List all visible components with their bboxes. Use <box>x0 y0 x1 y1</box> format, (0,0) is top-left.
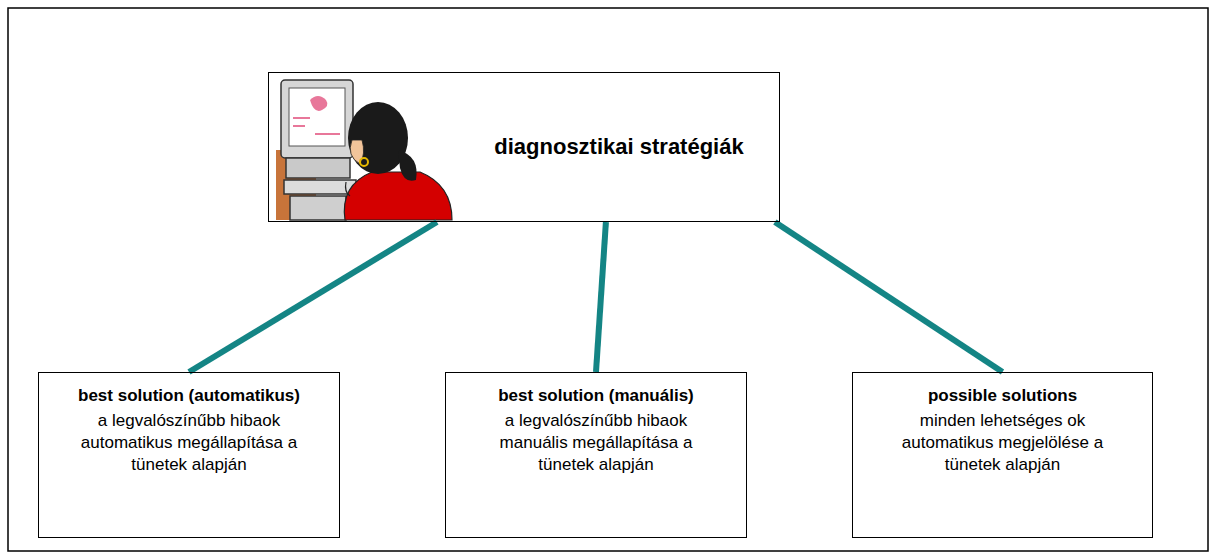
red-shirt <box>344 172 452 220</box>
hair <box>348 102 408 174</box>
ponytail <box>398 150 417 181</box>
monitor <box>281 80 353 158</box>
screen-line <box>315 133 340 135</box>
strategy-box: possible solutions minden lehetséges ok a… <box>852 372 1153 538</box>
arm <box>346 182 351 196</box>
screen-figure <box>310 96 327 111</box>
screen-line <box>293 125 305 127</box>
strategy-box: best solution (automatikus) a legvalószín… <box>38 372 340 538</box>
screen <box>289 88 345 146</box>
screen-line <box>293 117 310 119</box>
strategy-description: a legvalószínűbb hibaok automatikus megá… <box>53 410 325 476</box>
face <box>350 140 363 164</box>
title-box: diagnosztikai stratégiák <box>268 72 780 222</box>
strategy-name: possible solutions <box>867 385 1138 406</box>
strategy-description: minden lehetséges ok automatikus megjelö… <box>867 410 1138 476</box>
strategy-name: best solution (automatikus) <box>53 385 325 406</box>
strategy-box: best solution (manuális) a legvalószínűbb… <box>445 372 747 538</box>
computer-user-clipart <box>276 80 452 220</box>
connector-line <box>189 222 437 372</box>
computer-stand <box>290 196 346 220</box>
computer-case <box>286 158 350 178</box>
connector-line <box>775 222 1003 372</box>
strategy-description: a legvalószínűbb hibaok manuális megálla… <box>460 410 732 476</box>
strategy-name: best solution (manuális) <box>460 385 732 406</box>
earring <box>360 158 368 166</box>
diagram-title: diagnosztikai stratégiák <box>494 133 743 162</box>
connector-line <box>596 222 606 372</box>
outer-frame <box>8 8 1208 551</box>
